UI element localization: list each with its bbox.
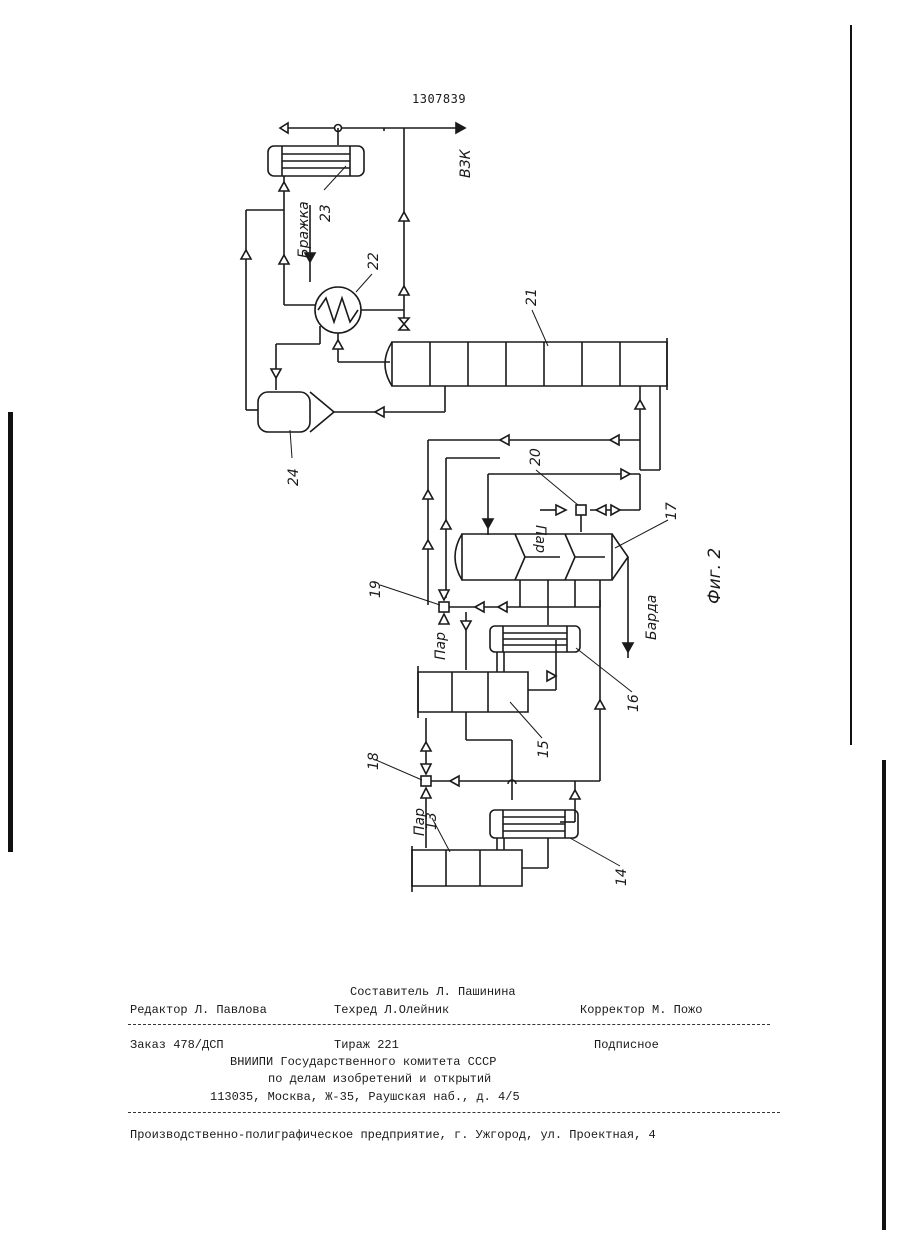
imprint-printer: Производственно-полиграфическое предприя… (130, 1128, 656, 1142)
imprint-org-line2: по делам изобретений и открытий (268, 1072, 491, 1086)
imprint-techred: Техред Л.Олейник (334, 1003, 449, 1017)
imprint-order: Заказ 478/ДСП (130, 1038, 224, 1052)
imprint-subscription: Подписное (594, 1038, 659, 1052)
imprint-corrector: Корректор М. Пожо (580, 1003, 702, 1017)
imprint-rule-2 (128, 1112, 780, 1113)
imprint-org-line1: ВНИИПИ Государственного комитета СССР (230, 1055, 496, 1069)
imprint-compiler: Составитель Л. Пашинина (350, 985, 516, 999)
imprint-rule-1 (128, 1024, 770, 1025)
imprint-editor: Редактор Л. Павлова (130, 1003, 267, 1017)
imprint-org-address: 113035, Москва, Ж-35, Раушская наб., д. … (210, 1090, 520, 1104)
imprint-circulation: Тираж 221 (334, 1038, 399, 1052)
